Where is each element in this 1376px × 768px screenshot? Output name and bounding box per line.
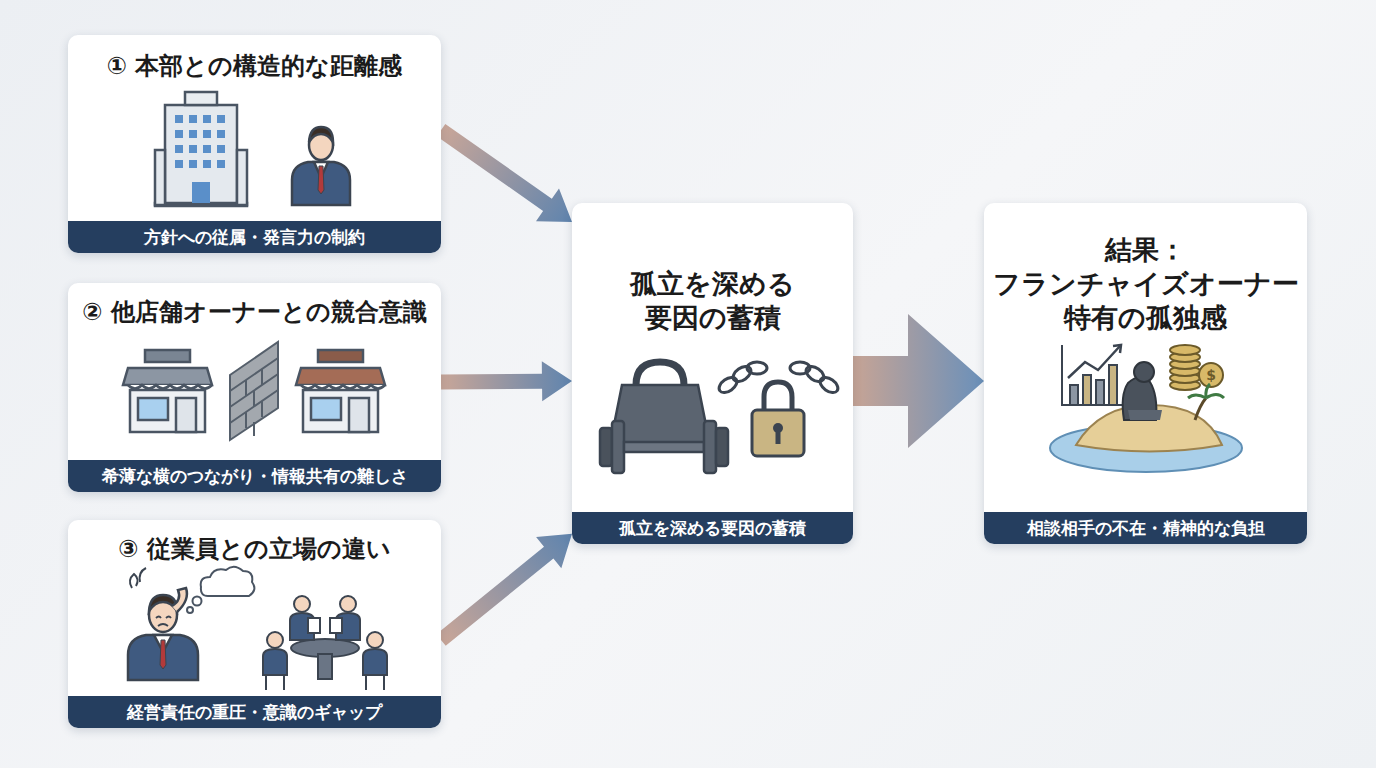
- factor-box: ① 本部との構造的な距離感方針への従属・発言力の制約: [68, 35, 441, 253]
- flow-arrow: [853, 314, 984, 448]
- box-footer: 相談相手の不在・精神的な負担: [984, 512, 1307, 544]
- box-heading: 結果： フランチャイズオーナー 特有の孤独感: [991, 233, 1301, 334]
- accumulation-box: 孤立を深める 要因の蓄積孤立を深める要因の蓄積: [572, 203, 853, 544]
- box-footer: 方針への従属・発言力の制約: [68, 221, 441, 253]
- flow-arrow: [437, 124, 572, 222]
- box-footer: 孤立を深める要因の蓄積: [572, 512, 853, 544]
- box-heading: ① 本部との構造的な距離感: [68, 51, 441, 81]
- box-heading: ② 他店舗オーナーとの競合意識: [68, 297, 441, 327]
- result-box: 結果： フランチャイズオーナー 特有の孤独感相談相手の不在・精神的な負担: [984, 203, 1307, 544]
- box-heading: 孤立を深める 要因の蓄積: [613, 267, 813, 335]
- box-heading: ③ 従業員との立場の違い: [68, 534, 441, 564]
- factor-box: ③ 従業員との立場の違い経営責任の重圧・意識のギャップ: [68, 520, 441, 728]
- flow-arrow: [436, 534, 572, 646]
- box-footer: 経営責任の重圧・意識のギャップ: [68, 696, 441, 728]
- flow-arrow: [441, 361, 572, 401]
- factor-box: ② 他店舗オーナーとの競合意識希薄な横のつながり・情報共有の難しさ: [68, 283, 441, 492]
- box-footer: 希薄な横のつながり・情報共有の難しさ: [68, 460, 441, 492]
